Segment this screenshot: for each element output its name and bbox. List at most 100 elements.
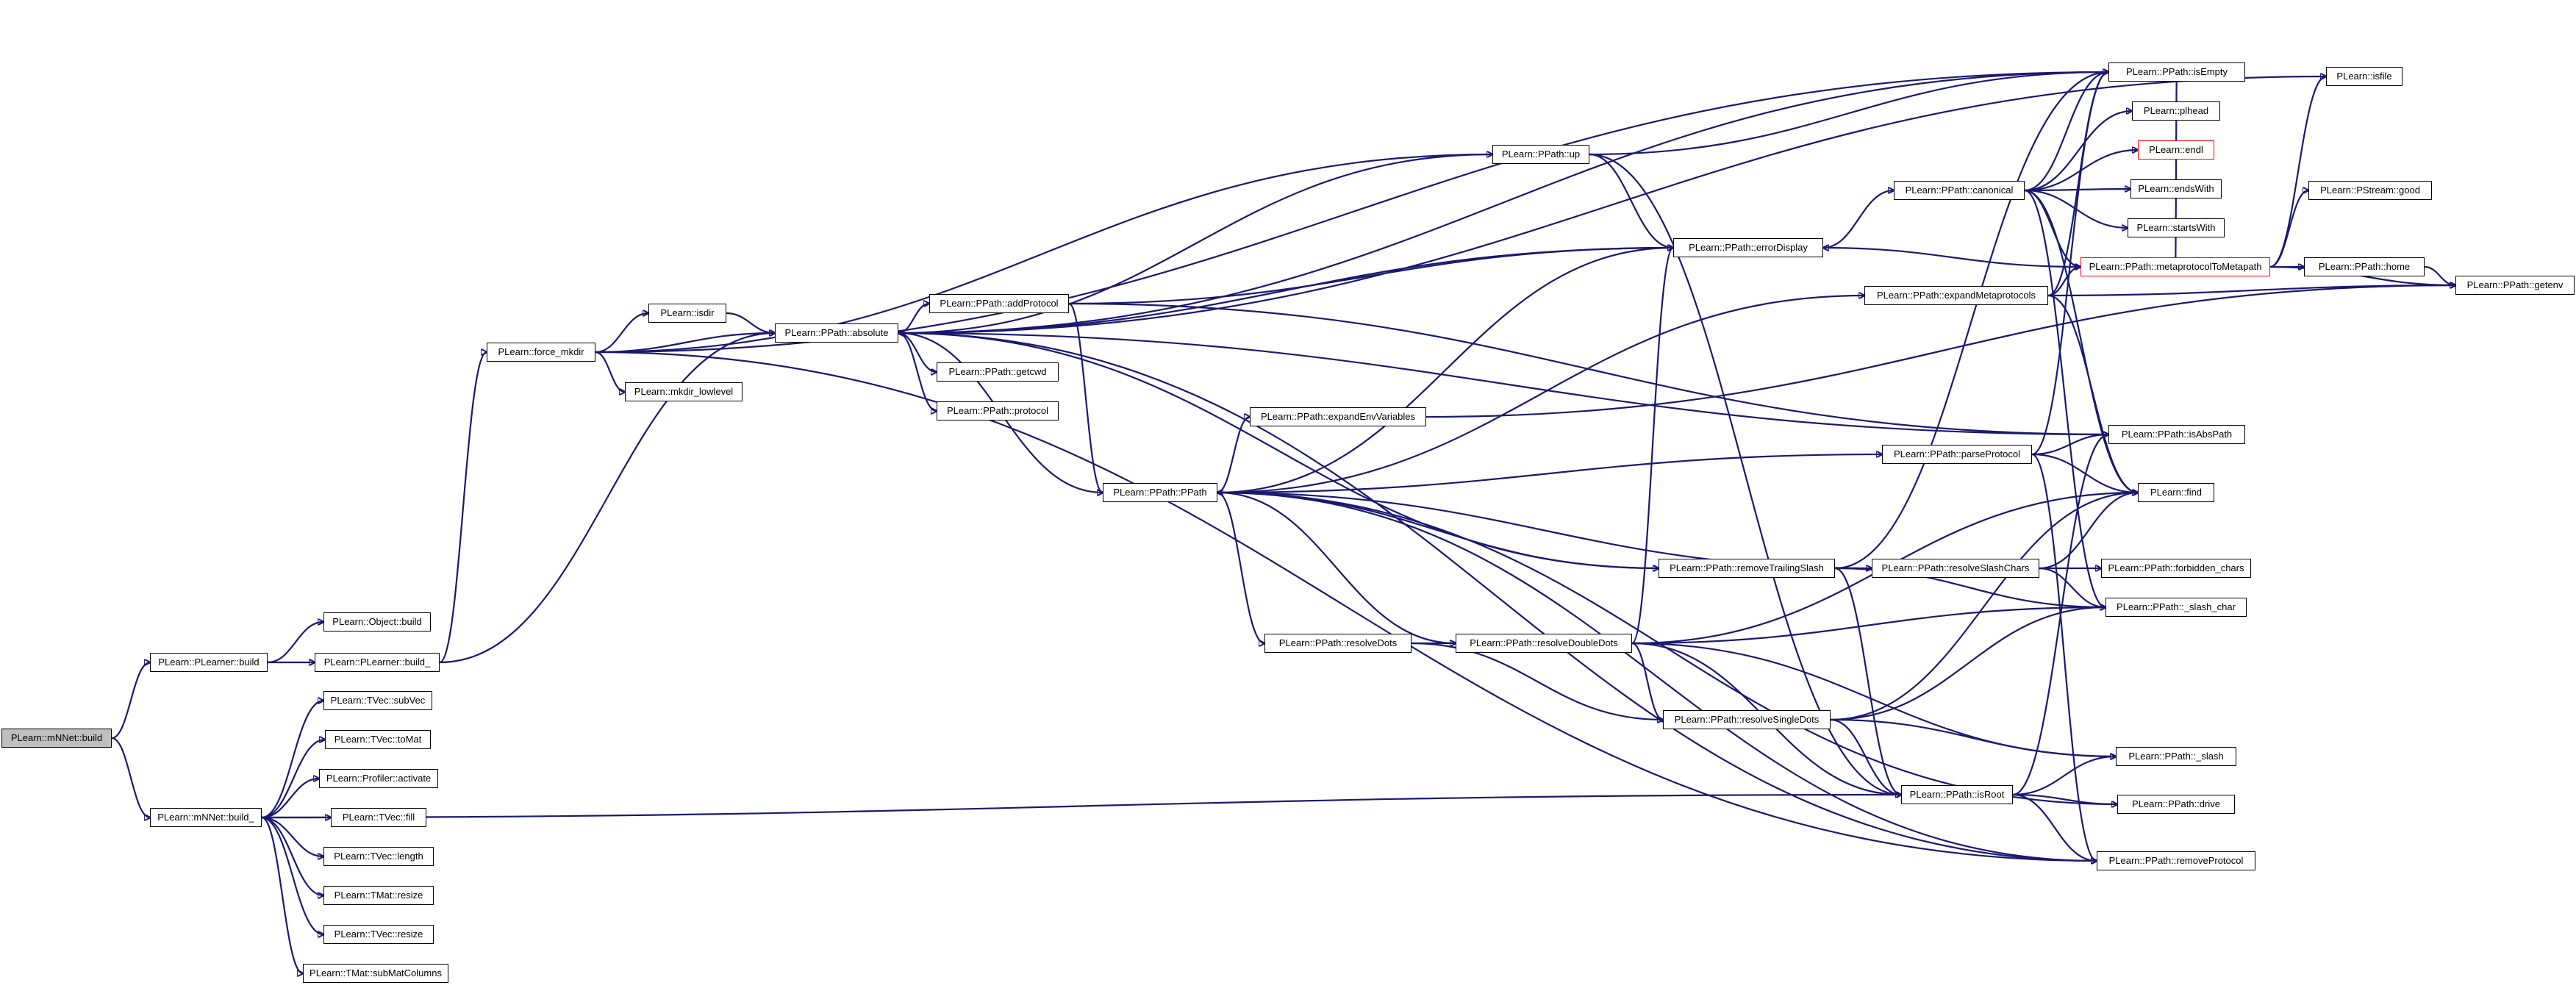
call-edge <box>595 72 2108 354</box>
node-object-build[interactable]: PLearn::Object::build <box>323 612 431 632</box>
node-up[interactable]: PLearn::PPath::up <box>1492 145 1589 164</box>
node-canonical[interactable]: PLearn::PPath::canonical <box>1894 181 2025 200</box>
node-removeprotocol[interactable]: PLearn::PPath::removeProtocol <box>2097 851 2255 870</box>
call-edge <box>1217 491 1872 568</box>
call-edge <box>1411 642 1663 720</box>
call-edge <box>111 662 150 740</box>
node-plearner-build[interactable]: PLearn::PLearner::build <box>150 653 268 672</box>
node-tvec-fill[interactable]: PLearn::TVec::fill <box>331 808 426 827</box>
node-tvec-length[interactable]: PLearn::TVec::length <box>323 847 434 866</box>
node-endswith[interactable]: PLearn::endsWith <box>2130 179 2222 198</box>
node-mnnet-build: PLearn::mNNet::build <box>1 729 112 748</box>
call-edge <box>2031 434 2108 456</box>
call-edge <box>1631 248 1675 645</box>
call-edge <box>1217 454 1882 494</box>
call-edge <box>1217 491 1659 568</box>
node-mnnet-build-[interactable]: PLearn::mNNet::build_ <box>150 808 262 827</box>
node-addprotocol[interactable]: PLearn::PPath::addProtocol <box>929 294 1069 313</box>
node-profiler-activate[interactable]: PLearn::Profiler::activate <box>319 769 438 788</box>
node-tvec-resize[interactable]: PLearn::TVec::resize <box>323 925 434 944</box>
call-edge <box>1068 302 2108 434</box>
call-edge <box>2024 111 2132 192</box>
call-edge <box>2012 793 2097 861</box>
node-getenv[interactable]: PLearn::PPath::getenv <box>2455 276 2575 295</box>
call-edge <box>898 75 2327 333</box>
call-edge <box>1830 493 2138 721</box>
node-plearner-build-[interactable]: PLearn::PLearner::build_ <box>315 653 440 672</box>
node-force-mkdir[interactable]: PLearn::force_mkdir <box>487 343 595 362</box>
node-tvec-subvec[interactable]: PLearn::TVec::subVec <box>323 691 432 710</box>
call-edge <box>261 816 323 934</box>
call-edge <box>1834 567 1901 795</box>
node-ppath[interactable]: PLearn::PPath::PPath <box>1103 483 1217 502</box>
node-endl[interactable]: PLearn::endl <box>2138 140 2214 160</box>
call-edge <box>1217 296 1864 494</box>
node-protocol[interactable]: PLearn::PPath::protocol <box>937 401 1059 421</box>
call-edge <box>1830 718 2116 756</box>
node-parseprotocol[interactable]: PLearn::PPath::parseProtocol <box>1882 445 2032 464</box>
call-edge <box>2031 453 2097 861</box>
call-edge <box>1068 248 1673 305</box>
call-edge <box>261 740 325 819</box>
call-edge <box>595 351 625 392</box>
call-edge <box>595 154 1492 354</box>
node-expandenv[interactable]: PLearn::PPath::expandEnvVariables <box>1250 407 1426 426</box>
node-expandmeta[interactable]: PLearn::PPath::expandMetaprotocols <box>1864 286 2048 305</box>
node-slash-char[interactable]: PLearn::PPath::_slash_char <box>2105 598 2247 617</box>
call-edge <box>267 622 323 664</box>
call-edge <box>1589 153 1901 795</box>
call-edge <box>2269 76 2326 268</box>
node-isfile[interactable]: PLearn::isfile <box>2326 67 2403 86</box>
node-plhead[interactable]: PLearn::plhead <box>2132 101 2220 121</box>
node-resolvedots[interactable]: PLearn::PPath::resolveDots <box>1264 634 1412 653</box>
node-tvec-tomat[interactable]: PLearn::TVec::toMat <box>325 730 431 749</box>
call-edge <box>1822 190 1894 249</box>
node-errordisplay[interactable]: PLearn::PPath::errorDisplay <box>1673 238 1823 257</box>
node-slash[interactable]: PLearn::PPath::_slash <box>2116 747 2236 766</box>
call-edge <box>2012 756 2116 796</box>
call-edge <box>898 332 937 411</box>
call-edge <box>898 71 2109 333</box>
call-edge <box>1425 285 2455 418</box>
call-edge <box>2031 72 2108 456</box>
node-pstream-good[interactable]: PLearn::PStream::good <box>2308 181 2432 200</box>
call-edge <box>898 332 937 372</box>
node-tmat-submatcolumns[interactable]: PLearn::TMat::subMatColumns <box>303 964 448 983</box>
node-forbidden[interactable]: PLearn::PPath::forbidden_chars <box>2101 559 2251 578</box>
node-find[interactable]: PLearn::find <box>2138 483 2214 502</box>
call-edge <box>2047 285 2455 297</box>
node-getcwd[interactable]: PLearn::PPath::getcwd <box>937 362 1059 382</box>
node-resolvesingledots[interactable]: PLearn::PPath::resolveSingleDots <box>1663 710 1831 729</box>
call-edge <box>111 737 150 818</box>
node-isabspath[interactable]: PLearn::PPath::isAbsPath <box>2108 425 2245 444</box>
call-edge <box>726 312 775 333</box>
node-resolvedoubledots[interactable]: PLearn::PPath::resolveDoubleDots <box>1456 634 1632 653</box>
node-removetrailing[interactable]: PLearn::PPath::removeTrailingSlash <box>1659 559 1835 578</box>
call-edge <box>2039 493 2138 570</box>
node-mkdir-lowlevel[interactable]: PLearn::mkdir_lowlevel <box>625 382 743 401</box>
call-edge <box>439 333 775 664</box>
call-edge <box>1217 491 1264 643</box>
node-startswith[interactable]: PLearn::startsWith <box>2128 218 2225 237</box>
node-absolute[interactable]: PLearn::PPath::absolute <box>775 323 898 343</box>
call-edge <box>1217 248 1673 494</box>
call-edge <box>1589 72 2108 156</box>
node-isdir[interactable]: PLearn::isdir <box>648 304 726 323</box>
node-isempty[interactable]: PLearn::PPath::isEmpty <box>2108 62 2245 82</box>
node-drive[interactable]: PLearn::PPath::drive <box>2117 795 2235 814</box>
node-metaproto[interactable]: PLearn::PPath::metaprotocolToMetapath <box>2081 257 2270 276</box>
call-edge <box>898 332 2097 861</box>
call-edge <box>898 153 1493 333</box>
node-resolveslash[interactable]: PLearn::PPath::resolveSlashChars <box>1872 559 2039 578</box>
call-edge <box>2039 567 2105 607</box>
call-edge <box>2024 189 2105 607</box>
call-edge <box>261 701 323 819</box>
call-edge <box>439 352 487 664</box>
call-edge <box>2024 72 2108 192</box>
node-tmat-resize[interactable]: PLearn::TMat::resize <box>323 886 434 905</box>
call-edge <box>595 351 2097 861</box>
node-isroot[interactable]: PLearn::PPath::isRoot <box>1901 785 2013 804</box>
node-home[interactable]: PLearn::PPath::home <box>2304 257 2425 276</box>
call-edge <box>1830 607 2105 721</box>
